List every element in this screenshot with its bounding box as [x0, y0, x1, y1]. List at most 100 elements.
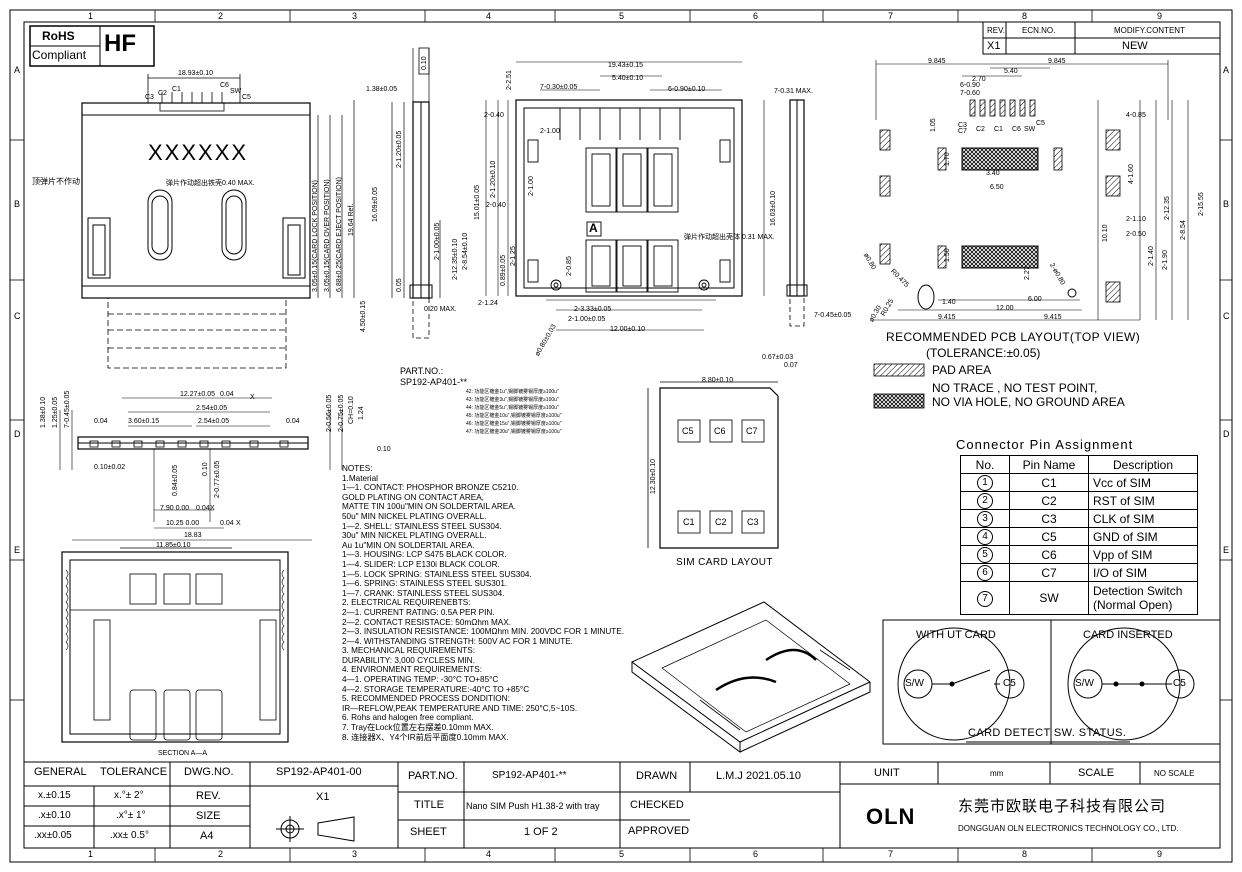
- dim-label: 2-1.00: [528, 176, 535, 196]
- dim-label: 0.05: [396, 278, 403, 292]
- part-no-value: SP192-AP401-**: [400, 377, 468, 387]
- note-line: 2—1. CURRENT RATING: 0.5A PER PIN.: [342, 607, 495, 617]
- tb-tol: .xx±0.05: [34, 830, 72, 841]
- table-row: 4 C5 GND of SIM: [960, 527, 1198, 546]
- note-line: 4—1. OPERATING TEMP: -30°C TO+85°C: [342, 675, 499, 685]
- dim-label: 3.05±0.15(CARD LOCK POSITION): [312, 180, 319, 292]
- legend-no-trace: NO TRACE , NO TEST POINT,: [932, 381, 1098, 395]
- dim-label: 6.88±0.25(CARD EJECT POSITION): [336, 177, 343, 292]
- pcb-pin-label: C2: [976, 126, 985, 133]
- zone-num-bottom: 1: [88, 849, 94, 859]
- zone-num-top: 1: [88, 11, 94, 21]
- dim-label: 1.05: [930, 118, 937, 132]
- tb-drawn-label: DRAWN: [636, 770, 678, 782]
- dim-label: 3.40: [986, 170, 1000, 177]
- tb-sheet-label: SHEET: [410, 826, 447, 838]
- dim-label: 2-8.54±0.10: [462, 232, 469, 270]
- note-line: 2—2. CONTACT RESISTACE: 50mΩhm MAX.: [342, 617, 511, 627]
- dim-label: 12.00: [996, 305, 1014, 312]
- tb-unit: mm: [990, 769, 1004, 778]
- zone-num-bottom: 3: [352, 849, 358, 859]
- dim-label: 2.70: [972, 76, 986, 83]
- note-line: Au 1u"MIN ON SOLDERTAIL AREA.: [342, 540, 475, 550]
- pin-name: C1: [1009, 473, 1089, 492]
- dim-label: 2-0.40: [486, 202, 506, 209]
- tb-dwg-label: DWG.NO.: [184, 766, 234, 778]
- dim-label: 2.54±0.05: [198, 418, 230, 425]
- pin-desc: RST of SIM: [1088, 491, 1198, 510]
- note-line: 2—4. WITHSTANDING STRENGTH: 500V AC FOR …: [342, 636, 573, 646]
- dim-label: X: [210, 505, 215, 512]
- zone-letter-left: D: [14, 429, 21, 439]
- note-line: 1—3. HOUSING: LCP S475 BLACK COLOR.: [342, 550, 507, 560]
- sw-label: S/W: [905, 678, 924, 689]
- pin-number: 2: [977, 493, 993, 509]
- notes-block: NOTES: 1.Material 1—1. CONTACT: PHOSPHOR…: [342, 464, 624, 742]
- dim-label: 7-0.45±0.05: [64, 390, 71, 428]
- note-line: 1—1. CONTACT: PHOSPHOR BRONZE C5210.: [342, 483, 519, 493]
- pcb-pin-label: C7: [958, 128, 967, 135]
- table-row: 3 C3 CLK of SIM: [960, 509, 1198, 528]
- sim-contact: C6: [714, 426, 726, 436]
- dim-label: 1.40: [942, 299, 956, 306]
- pin-label: C5: [242, 94, 251, 101]
- dim-label: 2-1.00±0.05: [434, 222, 441, 260]
- part-variant: 44: 功能区镀金5u",锡脚镀雾锡厚度≥100u": [466, 405, 559, 411]
- table-row: 1 C1 Vcc of SIM: [960, 473, 1198, 492]
- table-row: 7 SW Detection Switch(Normal Open): [960, 581, 1198, 615]
- pin-name: C6: [1009, 545, 1089, 564]
- zone-num-bottom: 7: [888, 849, 894, 859]
- dim-label: 9.415: [1044, 314, 1062, 321]
- pin-label: C3: [145, 94, 154, 101]
- pin-number: 4: [977, 529, 993, 545]
- pcb-pin-label: SW: [1024, 126, 1036, 133]
- marker-a: A: [589, 221, 598, 235]
- zone-num-bottom: 2: [218, 849, 224, 859]
- dim-label: 7.90 0.00: [160, 505, 190, 512]
- dim-label: 0.10: [377, 446, 391, 453]
- note-center: 弹片作动超出铁壳0.40 MAX.: [166, 180, 255, 187]
- zone-num-bottom: 5: [619, 849, 625, 859]
- dim-label: 2-8.54: [1180, 220, 1187, 240]
- dim-label: 2-1.20±0.05: [396, 130, 403, 168]
- note-line: 4. ENVIRONMENT REQUIREMENTS:: [342, 665, 482, 675]
- dim-label: 2-15.55: [1198, 192, 1205, 216]
- dim-label: 1.50: [944, 248, 951, 262]
- sim-contact: C5: [682, 426, 694, 436]
- tb-dwg: SP192-AP401-00: [276, 766, 362, 778]
- tb-title-label: TITLE: [414, 799, 444, 811]
- dim-label: 7-0.31 MAX.: [774, 88, 813, 95]
- note-line: 7. Tray在Lock位置左右摆差0.10mm MAX.: [342, 723, 494, 733]
- part-variant: 45: 功能区镀金10u",锡脚镀雾锡厚度≥100u": [466, 413, 562, 419]
- sim-contact: C7: [746, 426, 758, 436]
- note-line: NOTES:: [342, 464, 373, 473]
- dim-label: 3.60±0.15: [128, 418, 160, 425]
- pcb-tolerance: (TOLERANCE:±0.05): [926, 346, 1041, 360]
- dim-label: 10.25 0.00: [166, 520, 200, 527]
- pin-name: C2: [1009, 491, 1089, 510]
- dim-label: X: [236, 520, 241, 527]
- dim-label: 2-0.50: [1126, 231, 1146, 238]
- tb-tol: .x°± 1°: [116, 810, 146, 821]
- pcb-pin-label: C5: [1036, 120, 1045, 127]
- dim-label: 12.00±0.10: [610, 326, 645, 333]
- pin-desc-sub: (Normal Open): [1093, 598, 1173, 612]
- dim-label: 0.04: [220, 391, 234, 398]
- pin-label: SW: [230, 88, 242, 95]
- zone-num-bottom: 9: [1157, 849, 1163, 859]
- part-variant: 47: 功能区镀金30u",锡脚镀雾锡厚度≥100u": [466, 429, 562, 435]
- dim-label: 2-1.24: [478, 300, 498, 307]
- dim-label: 0.07: [784, 362, 798, 369]
- dim-label: 4-0.85: [1126, 112, 1146, 119]
- dim-label: 2-0.40: [484, 112, 504, 119]
- oln-logo: OLN: [866, 804, 915, 829]
- part-variant: 43: 功能区镀金3u",锡脚镀雾锡厚度≥100u": [466, 397, 559, 403]
- zone-num-top: 9: [1157, 11, 1163, 21]
- zone-num-bottom: 8: [1022, 849, 1028, 859]
- table-row: 5 C6 Vpp of SIM: [960, 545, 1198, 564]
- dim-label: 0.04: [196, 505, 210, 512]
- note-line: DURABILITY: 3,000 CYCLESS MIN.: [342, 655, 475, 665]
- zone-num-top: 4: [486, 11, 492, 21]
- tb-size-label: SIZE: [196, 810, 221, 822]
